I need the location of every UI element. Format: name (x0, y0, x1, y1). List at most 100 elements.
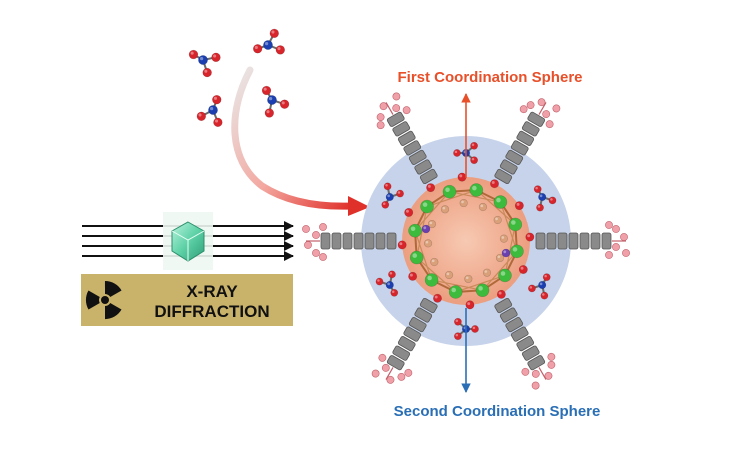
atom-highlight (434, 295, 438, 299)
metal-atom (442, 184, 457, 199)
terminal-atom (545, 120, 554, 129)
oxygen-atom (495, 253, 505, 263)
bond (449, 191, 501, 203)
atom-highlight (471, 143, 475, 146)
linker-ring (386, 355, 405, 371)
atom-highlight (544, 274, 547, 278)
bond (414, 230, 433, 281)
oxygen-atom (279, 99, 290, 109)
oxygen-atom (457, 172, 467, 182)
oxygen-atom (375, 277, 384, 286)
terminal-atom (519, 105, 528, 114)
linker-ring (590, 232, 601, 250)
terminal-atom (622, 249, 630, 257)
linker-ring (414, 159, 433, 175)
metal-atom (448, 285, 463, 299)
atom-highlight (529, 286, 533, 289)
atom-highlight (472, 326, 476, 330)
linker-ring (505, 149, 524, 165)
oxygen-atom (453, 332, 462, 341)
nitrogen-atom (501, 248, 511, 258)
atom-highlight (399, 242, 403, 246)
terminal-atom (302, 225, 310, 233)
oxygen-atom (423, 239, 433, 248)
metal-atom (409, 250, 424, 265)
metal-atom (493, 195, 508, 209)
bond (482, 250, 518, 291)
bond (385, 367, 394, 380)
atom-highlight (465, 276, 469, 280)
curved-arrow (231, 66, 370, 216)
nitrogen-atom (538, 280, 547, 290)
metal-atom (498, 268, 512, 283)
atom-highlight (516, 202, 520, 206)
atom-highlight (520, 266, 524, 270)
hexagonal-crystal-icon (163, 212, 213, 270)
bond (504, 224, 516, 276)
oxygen-atom (432, 293, 442, 303)
atom-highlight (431, 259, 435, 263)
linker-ring (419, 168, 438, 185)
oxygen-atom (202, 67, 212, 78)
first-coordination-sphere-disc (402, 177, 530, 305)
atom-highlight (480, 204, 484, 208)
atom-highlight (382, 202, 386, 205)
linker-ring (505, 317, 524, 333)
linker-stack (535, 221, 630, 259)
atom-highlight (198, 113, 202, 117)
oxygen-atom (252, 44, 263, 54)
terminal-atom (552, 104, 561, 113)
atom-highlight (471, 157, 475, 161)
nitrate-molecule (261, 85, 290, 118)
linker-ring (397, 336, 416, 352)
terminal-atom (371, 369, 380, 378)
linker-ring (579, 232, 590, 250)
oxygen-atom (269, 28, 279, 39)
oxygen-atom (381, 200, 390, 209)
atom-highlight (459, 174, 463, 178)
atom-highlight (491, 180, 495, 184)
nitrogen-atom (385, 280, 394, 290)
nitrate-molecule (528, 273, 551, 300)
bond (455, 274, 506, 293)
linker-ring (516, 130, 535, 146)
terminal-atom (386, 375, 395, 384)
linker-ring (546, 232, 557, 250)
oxygen-atom (514, 201, 524, 211)
xray-label-line1: X-RAY (186, 282, 238, 301)
terminal-atom (620, 233, 628, 241)
nitrogen-atom (421, 224, 431, 234)
atom-highlight (495, 217, 498, 221)
oxygen-atom (264, 108, 275, 118)
atom-highlight (199, 56, 204, 61)
atom-highlight (503, 250, 507, 254)
linker-ring (601, 232, 612, 250)
oxygen-atom (213, 117, 223, 128)
oxygen-atom (426, 183, 436, 193)
terminal-atom (319, 223, 327, 231)
metal-atom (424, 273, 439, 287)
oxygen-atom (540, 291, 549, 300)
atom-highlight (454, 150, 458, 154)
bond (416, 206, 428, 258)
xray-label-line2: DIFFRACTION (154, 302, 269, 321)
terminal-atom (531, 370, 540, 378)
oxygen-atom (470, 156, 478, 165)
atom-highlight (445, 187, 450, 193)
terminal-atom (404, 368, 413, 377)
oxygen-atom (388, 270, 396, 279)
linker-ring (521, 345, 540, 361)
atom-highlight (496, 197, 501, 203)
atom-highlight (277, 47, 281, 51)
oxygen-atom (408, 271, 418, 281)
terminal-atom (531, 381, 540, 390)
linker-ring (408, 149, 427, 165)
oxygen-atom (459, 198, 468, 208)
terminal-atom (537, 98, 546, 107)
radiation-trefoil-icon (85, 280, 122, 320)
nitrogen-atom (538, 192, 547, 202)
terminal-atom (392, 92, 401, 101)
oxygen-atom (427, 219, 437, 229)
oxygen-atom (196, 111, 207, 121)
